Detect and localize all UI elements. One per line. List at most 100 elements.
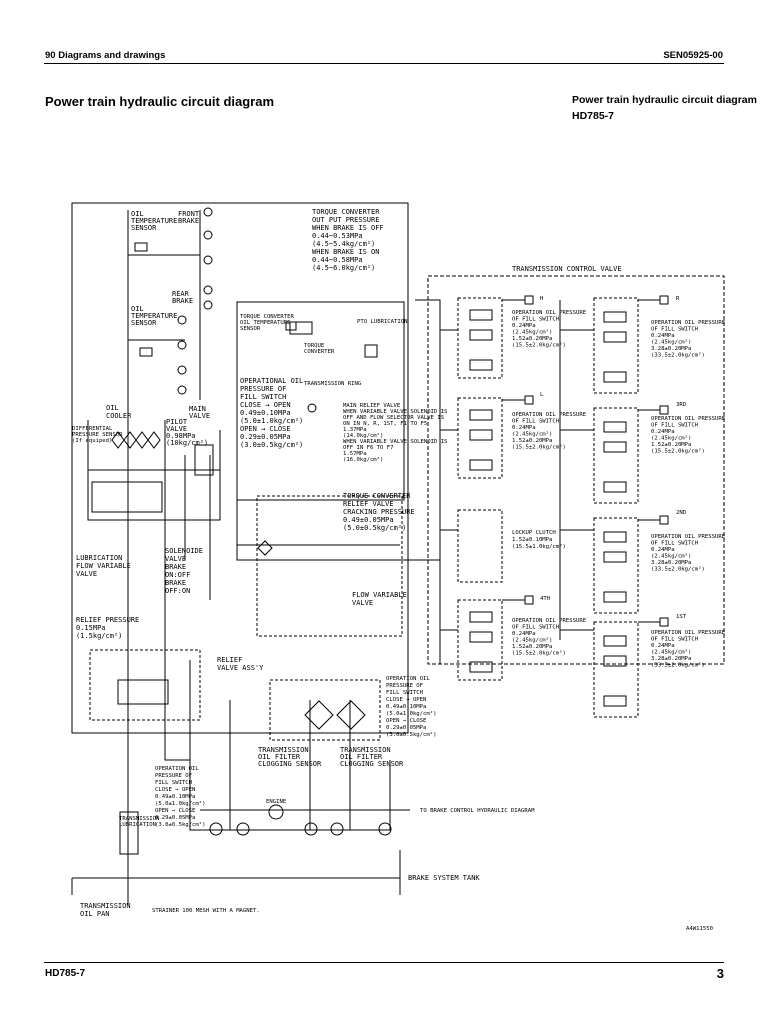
label-main-relief-valve-line-1: MAIN RELIEF VALVE (343, 403, 401, 409)
label-fill-switch-lower-left-line-3: FILL SWITCH (155, 780, 192, 786)
clutch-spec-4th-line-4: (2.45kg/cm²) (512, 637, 552, 644)
label-fill-switch-main-line-7: OPEN → CLOSE (240, 425, 291, 433)
clutch-spec-l-line-4: (2.45kg/cm²) (512, 431, 552, 438)
label-transmission-lubrication-line-1: TRANSMISSION (119, 816, 159, 822)
label-tc-out-pressure-line-1: TORQUE CONVERTER (312, 208, 380, 216)
label-main-relief-valve-line-4: ON IN N, R, 1ST, F1 TO F5 (343, 421, 427, 427)
label-torque-converter-line-2: CONVERTER (304, 349, 335, 355)
footer-model: HD785-7 (45, 968, 86, 979)
label-trans-filter-sensor-1-line-1: TRANSMISSION (258, 746, 309, 754)
label-main-relief-valve-line-8: OFF IN F6 TO F7 (343, 445, 394, 451)
label-fill-switch-lower-right-line-9: (3.0±0.5kg/cm²) (386, 731, 437, 738)
clutch-spec-3rd-line-4: (2.45kg/cm²) (651, 435, 691, 442)
clutch-spec-4th-line-6: (15.5±2.0kg/cm²) (512, 650, 566, 657)
page-title: Power train hydraulic circuit diagram (45, 94, 275, 109)
label-tc-relief-valve-line-5: (5.0±0.5kg/cm²) (343, 524, 406, 532)
clutch-spec-1st-line-1: OPERATION OIL PRESSURE (651, 630, 726, 636)
label-tc-out-pressure-line-2: OUT PUT PRESSURE (312, 216, 379, 224)
label-fill-switch-lower-right-line-2: PRESSURE OF (386, 683, 424, 689)
label-tc-oil-temp-sensor-line-1: TORQUE CONVERTER (240, 314, 295, 320)
label-fill-switch-lower-left-line-6: (5.0±1.0kg/cm²) (155, 800, 206, 807)
label-relief-pressure-line-2: 0.15MPa (76, 624, 106, 632)
relief-valve-assy-frame (256, 495, 403, 637)
clutch-spec-3rd-line-5: 1.52±0.20MPa (651, 442, 691, 448)
clutch-spec-l-line-3: 0.24MPa (512, 425, 536, 431)
label-to-brake-control: TO BRAKE CONTROL HYDRAULIC DIAGRAM (420, 808, 535, 814)
label-solenoide-valve-line-4: ON:OFF (165, 571, 190, 579)
label-fill-switch-lower-left-line-8: 0.29±0.05MPa (155, 815, 195, 821)
clutch-spec-2nd-line-6: (33.5±2.0kg/cm²) (651, 566, 705, 573)
tcv-frame (427, 275, 725, 665)
clutch-spec-2nd-line-1: OPERATION OIL PRESSURE (651, 534, 726, 540)
clutch-name-1st: 1ST (676, 614, 687, 620)
label-oil-temp-sensor-1-line-3: SENSOR (131, 224, 157, 232)
clutch-name-3rd: 3RD (676, 402, 687, 408)
clutch-spec-2nd-line-5: 3.28±0.20MPa (651, 560, 691, 566)
label-fill-switch-lower-left-line-1: OPERATION OIL (155, 766, 199, 772)
label-main-relief-valve-line-7: WHEN VARIABLE VALVE SOLENOID IS (343, 439, 447, 445)
clutch-spec-l-line-2: OF FILL SWITCH (512, 419, 559, 425)
clutch-spec-4th-line-5: 1.52±0.20MPa (512, 644, 552, 650)
label-oil-cooler-line-1: OIL (106, 404, 119, 412)
label-rear-brake-line-2: BRAKE (172, 297, 193, 305)
label-trans-filter-sensor-2-line-3: CLOGGING SENSOR (340, 760, 404, 768)
diagram-lines (71, 202, 725, 905)
label-engine: ENGINE (266, 799, 287, 805)
clutch-name-4th: 4TH (540, 596, 550, 602)
label-pilot-valve-line-1: PILOT (166, 418, 188, 426)
label-main-valve-line-2: VALVE (189, 412, 210, 420)
label-trans-filter-sensor-2-line-2: OIL FILTER (340, 753, 383, 761)
label-main-relief-valve-line-5: 1.37MPa (343, 427, 367, 433)
label-main-relief-valve-line-10: (16.0kg/cm²) (343, 456, 383, 463)
header-rule (44, 63, 724, 64)
label-transmission-oil-pan-line-1: TRANSMISSION (80, 902, 131, 910)
clutch-spec-3rd-line-2: OF FILL SWITCH (651, 423, 698, 429)
clutch-spec-h-line-6: (15.5±2.0kg/cm²) (512, 342, 566, 349)
label-relief-valve-assy-line-2: VALVE ASS'Y (217, 664, 264, 672)
label-relief-pressure-line-3: (1.5kg/cm²) (76, 632, 122, 640)
clutch-spec-r-line-4: (2.45kg/cm²) (651, 339, 691, 346)
clutch-spec-1st-line-4: (2.45kg/cm²) (651, 649, 691, 656)
label-solenoide-valve-line-5: BRAKE (165, 579, 186, 587)
tc-block (236, 301, 405, 501)
label-flow-variable-valve-line-2: VALVE (352, 599, 373, 607)
label-trans-filter-sensor-1-line-2: OIL FILTER (258, 753, 301, 761)
clutch-spec-3rd-line-1: OPERATION OIL PRESSURE (651, 416, 726, 422)
label-diff-pressure-sensor-line-3: (If equiped) (72, 438, 112, 444)
label-fill-switch-main-line-9: (3.0±0.5kg/cm²) (240, 441, 303, 449)
label-pilot-valve-line-2: VALVE (166, 425, 187, 433)
label-trans-filter-sensor-1-line-3: CLOGGING SENSOR (258, 760, 322, 768)
clutch-spec-4th-line-2: OF FILL SWITCH (512, 625, 559, 631)
clutch-spec-h-line-2: OF FILL SWITCH (512, 317, 559, 323)
clutch-spec-l-line-6: (15.5±2.0kg/cm²) (512, 444, 566, 451)
clutch-spec-r-line-5: 3.28±0.20MPa (651, 346, 691, 352)
label-fill-switch-lower-right-line-1: OPERATION OIL (386, 676, 430, 682)
label-main-relief-valve-line-2: WHEN VARIABLE VALVE SOLENOID IS (343, 409, 447, 415)
page-number: 3 (716, 966, 724, 981)
label-fill-switch-lower-left-line-9: (3.0±0.5kg/cm²) (155, 821, 206, 828)
clutch-spec-2nd-line-2: OF FILL SWITCH (651, 541, 698, 547)
label-trans-filter-sensor-2-line-1: TRANSMISSION (340, 746, 391, 754)
label-tc-out-pressure-line-3: WHEN BRAKE IS OFF (312, 224, 384, 232)
label-solenoide-valve-line-2: VALVE (165, 555, 186, 563)
label-tc-out-pressure-line-7: 0.44~0.58MPa (312, 256, 363, 264)
clutch-spec-1st-line-3: 0.24MPa (651, 643, 675, 649)
label-tc-out-pressure-line-8: (4.5~6.0kg/cm²) (312, 264, 375, 272)
label-fill-switch-main-line-4: CLOSE → OPEN (240, 401, 291, 409)
label-fill-switch-main-line-2: PRESSURE OF (240, 385, 286, 393)
label-fill-switch-lower-left-line-7: OPEN → CLOSE (155, 808, 196, 814)
label-solenoide-valve-line-1: SOLENOIDE (165, 547, 203, 555)
clutch-spec-4th-line-1: OPERATION OIL PRESSURE (512, 618, 587, 624)
clutch-spec-r-line-2: OF FILL SWITCH (651, 327, 698, 333)
label-fill-switch-lower-right-line-5: 0.49±0.10MPa (386, 704, 426, 710)
label-fill-switch-lower-right-line-3: FILL SWITCH (386, 690, 423, 696)
clutch-spec-h-line-1: OPERATION OIL PRESSURE (512, 310, 587, 316)
label-tc-oil-temp-sensor-line-2: OIL TEMPERATURE (240, 320, 291, 326)
clutch-spec-4th-line-3: 0.24MPa (512, 631, 536, 637)
label-solenoide-valve-line-6: OFF:ON (165, 587, 190, 595)
label-lockup-clutch-line-2: 1.52±0.10MPa (512, 537, 552, 543)
clutch-spec-2nd-line-3: 0.24MPa (651, 547, 675, 553)
label-tc-relief-valve-line-4: 0.49±0.05MPa (343, 516, 394, 524)
clutch-spec-2nd-line-4: (2.45kg/cm²) (651, 553, 691, 560)
clutch-spec-1st-line-6: (33.5±2.0kg/cm²) (651, 662, 705, 669)
